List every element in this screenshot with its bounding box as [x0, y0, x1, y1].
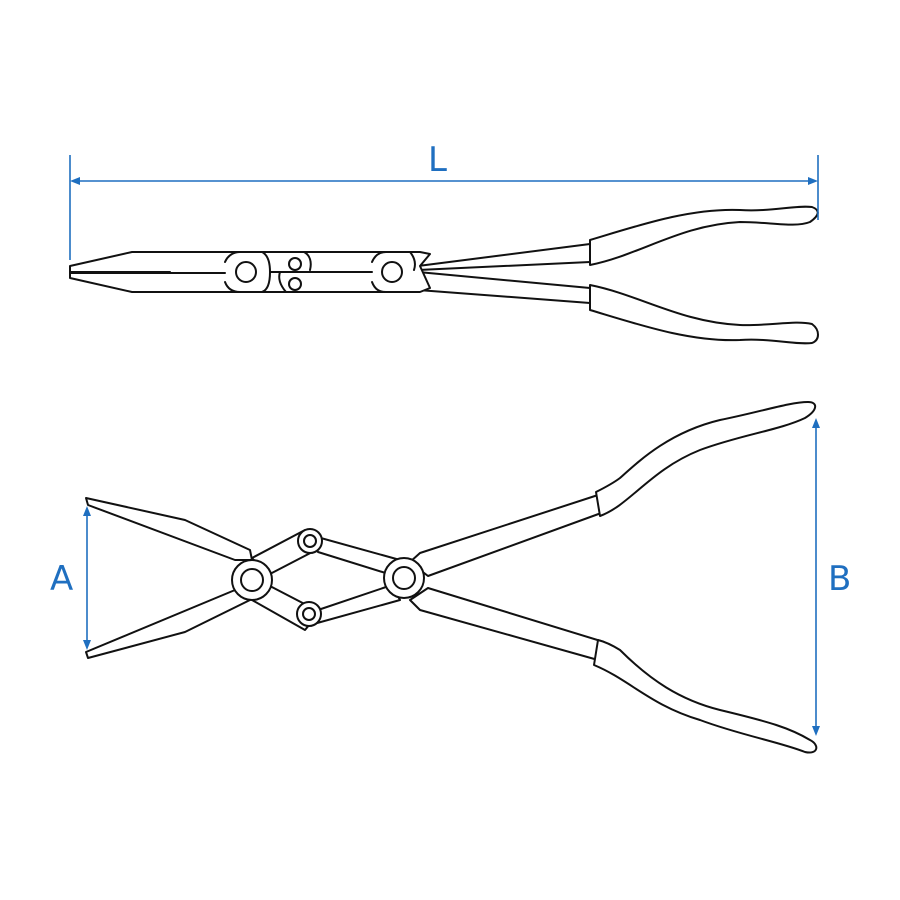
lower-handle-grip — [589, 284, 819, 345]
dimension-B — [812, 418, 820, 736]
upper-jaw — [85, 497, 253, 561]
upper-open-grip — [595, 401, 817, 517]
dimension-L — [69, 155, 819, 260]
dimension-label-A: A — [50, 559, 74, 599]
lower-arm — [409, 587, 605, 661]
upper-arm — [409, 494, 605, 577]
link-pin-upper — [303, 534, 317, 548]
dimension-label-L: L — [428, 140, 447, 180]
dimension-label-B: B — [828, 559, 852, 599]
lower-link-rear — [309, 584, 401, 626]
link-pin-lower — [302, 607, 316, 621]
pivot-hole-rear — [381, 261, 403, 283]
lower-jaw — [85, 589, 253, 659]
link-pin-upper — [288, 257, 302, 271]
closed-pliers — [69, 205, 819, 345]
link-pin-lower — [288, 277, 302, 291]
lower-open-grip — [593, 639, 818, 754]
upper-handle-grip — [589, 205, 819, 266]
dimension-A — [83, 506, 91, 650]
open-pliers — [85, 401, 818, 754]
pivot-hole-front — [235, 261, 257, 283]
